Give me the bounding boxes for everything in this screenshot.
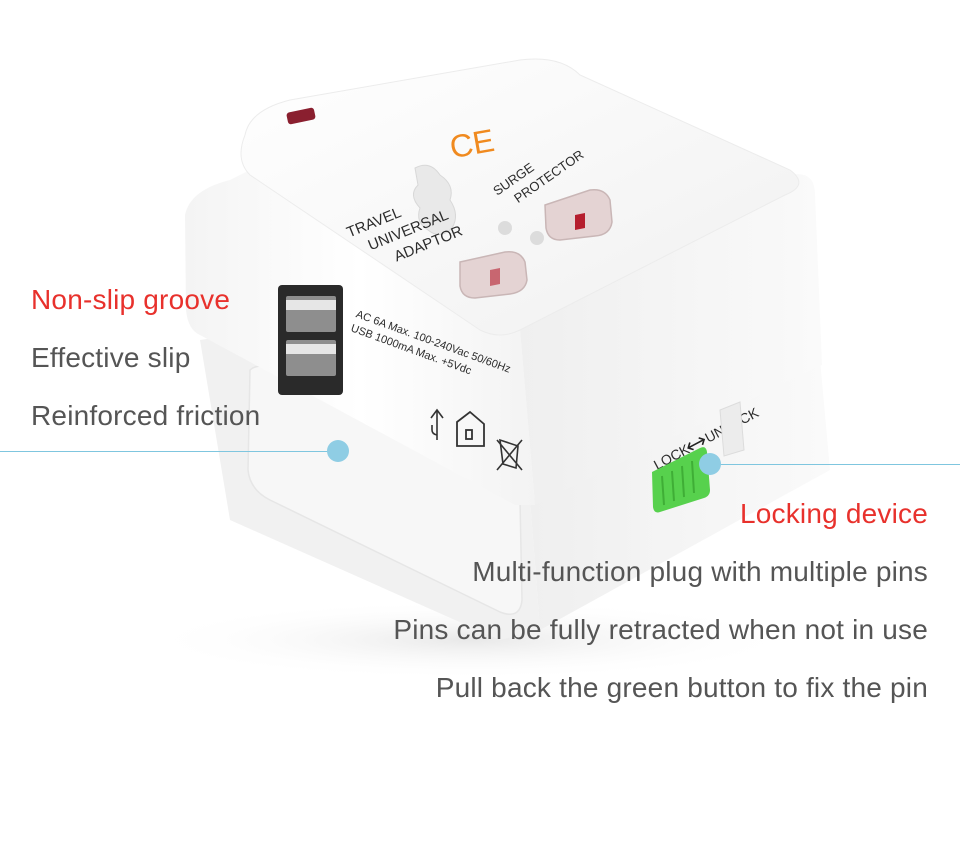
locking-device-heading: Locking device <box>739 498 928 529</box>
right-callout-line-3: Pull back the green button to fix the pi… <box>435 672 928 703</box>
left-leader-dot <box>327 440 349 462</box>
right-leader-dot <box>699 453 721 475</box>
right-callout-line-2: Pins can be fully retracted when not in … <box>393 614 928 645</box>
left-callout-line-1: Effective slip <box>31 342 191 373</box>
usb-port-stack <box>278 285 343 395</box>
weee-bin-icon <box>496 438 523 471</box>
ce-mark: CE <box>447 122 497 165</box>
usb-icon <box>430 408 444 440</box>
non-slip-heading: Non-slip groove <box>31 284 231 315</box>
right-callout-line-1: Multi-function plug with multiple pins <box>472 556 928 587</box>
green-lock-slider <box>652 401 745 513</box>
indoor-use-icon <box>456 410 485 447</box>
left-leader-line <box>0 451 330 452</box>
left-callout-line-2: Reinforced friction <box>31 400 261 431</box>
right-leader-line <box>718 464 960 465</box>
